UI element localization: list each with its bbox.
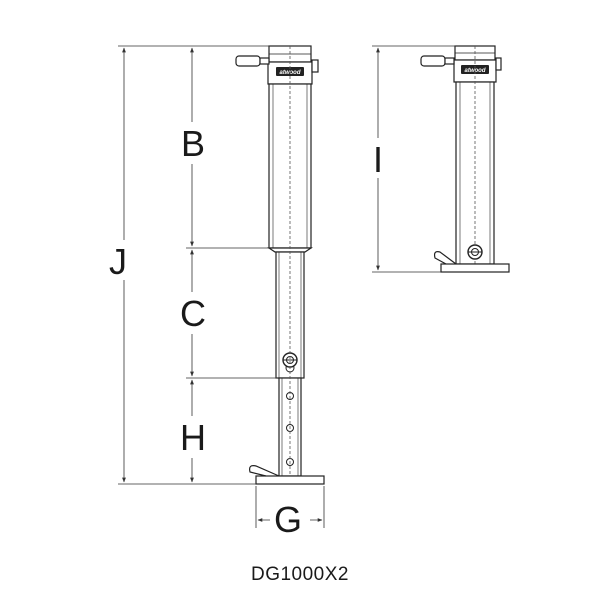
logo-badge <box>461 65 489 74</box>
extended-jack: atwood <box>235 45 325 486</box>
dim-label-b: B <box>181 123 205 164</box>
retracted-jack: atwood <box>420 45 510 273</box>
dim-label-g: G <box>274 499 302 540</box>
spring-clip <box>433 251 457 265</box>
crank-handle <box>420 55 446 67</box>
model-caption: DG1000X2 <box>251 564 349 585</box>
crank-shaft <box>259 57 270 65</box>
foot-plate <box>255 475 325 485</box>
spring-clip <box>249 465 280 477</box>
dim-label-h: H <box>180 417 206 458</box>
tube-collar <box>267 247 313 253</box>
dim-label-c: C <box>180 293 206 334</box>
dim-label-i: I <box>373 139 383 180</box>
crank-handle <box>235 55 261 67</box>
crank-shaft <box>444 57 455 65</box>
side-knob <box>495 57 502 71</box>
foot-plate <box>440 263 510 273</box>
dim-label-j: J <box>109 241 127 282</box>
side-knob <box>311 59 319 73</box>
